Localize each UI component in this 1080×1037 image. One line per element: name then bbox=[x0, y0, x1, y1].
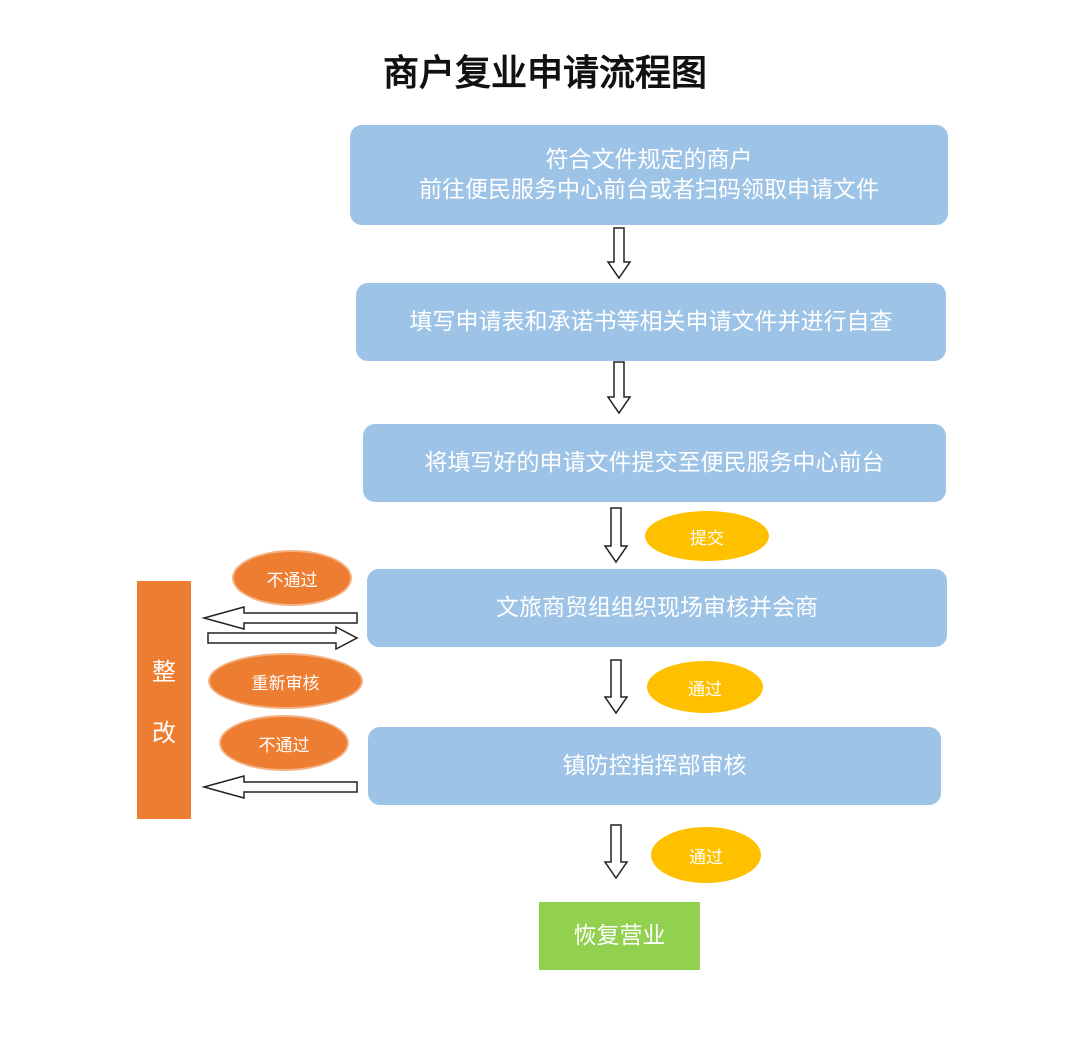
step-2-text: 填写申请表和承诺书等相关申请文件并进行自查 bbox=[409, 309, 893, 335]
fail-label-1-text: 不通过 bbox=[266, 570, 318, 591]
step-2-box: 填写申请表和承诺书等相关申请文件并进行自查 bbox=[356, 283, 946, 361]
pass-label-2: 通过 bbox=[651, 827, 761, 883]
recheck-label: 重新审核 bbox=[208, 653, 363, 709]
step-5-text: 镇防控指挥部审核 bbox=[562, 753, 747, 779]
pass-label-2-text: 通过 bbox=[689, 847, 723, 868]
down-arrow-3 bbox=[603, 507, 629, 564]
final-text: 恢复营业 bbox=[573, 923, 666, 949]
rectify-char-1: 整 bbox=[152, 658, 176, 686]
right-arrow-recheck bbox=[207, 625, 359, 651]
submit-label: 提交 bbox=[645, 511, 769, 561]
page-title: 商户复业申请流程图 bbox=[382, 52, 707, 94]
step-1-line-1: 符合文件规定的商户 bbox=[545, 147, 753, 173]
fail-label-2: 不通过 bbox=[219, 715, 349, 771]
pass-label-1: 通过 bbox=[647, 661, 763, 713]
step-3-box: 将填写好的申请文件提交至便民服务中心前台 bbox=[363, 424, 946, 502]
final-box: 恢复营业 bbox=[539, 902, 700, 970]
step-1-box: 符合文件规定的商户 前往便民服务中心前台或者扫码领取申请文件 bbox=[350, 125, 948, 225]
submit-label-text: 提交 bbox=[690, 528, 724, 549]
step-4-box: 文旅商贸组组织现场审核并会商 bbox=[367, 569, 947, 647]
rectify-char-2: 改 bbox=[152, 719, 176, 747]
pass-label-1-text: 通过 bbox=[688, 679, 722, 700]
rectify-box: 整 改 bbox=[137, 581, 191, 819]
recheck-label-text: 重新审核 bbox=[251, 673, 320, 694]
fail-label-2-text: 不通过 bbox=[258, 735, 310, 756]
fail-label-1: 不通过 bbox=[232, 550, 352, 606]
step-4-text: 文旅商贸组组织现场审核并会商 bbox=[496, 595, 818, 621]
left-arrow-fail-1 bbox=[201, 606, 358, 630]
down-arrow-2 bbox=[606, 361, 632, 415]
step-5-box: 镇防控指挥部审核 bbox=[368, 727, 941, 805]
down-arrow-1 bbox=[606, 227, 632, 280]
down-arrow-5 bbox=[603, 824, 629, 880]
left-arrow-fail-2 bbox=[201, 775, 358, 799]
down-arrow-4 bbox=[603, 659, 629, 715]
step-3-text: 将填写好的申请文件提交至便民服务中心前台 bbox=[424, 450, 885, 476]
step-1-line-2: 前往便民服务中心前台或者扫码领取申请文件 bbox=[419, 177, 879, 203]
